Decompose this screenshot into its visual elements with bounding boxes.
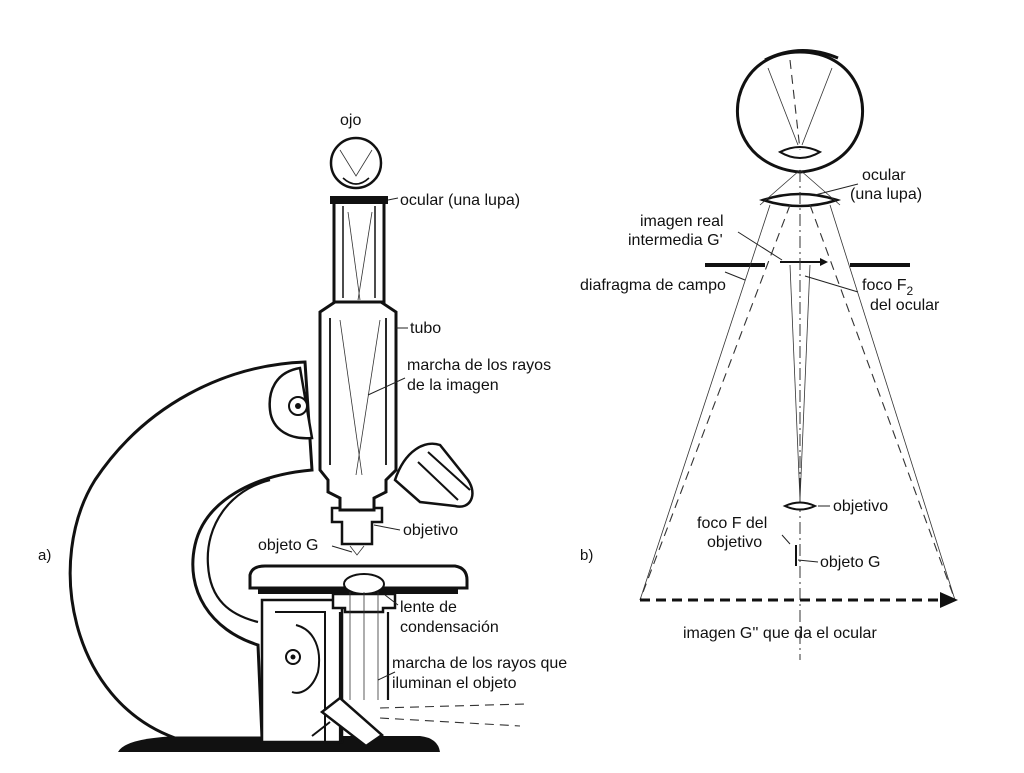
label-focus-f2-line1: foco F2 xyxy=(862,277,913,298)
label-condenser-line2: condensación xyxy=(400,619,499,636)
label-object-b: objeto G xyxy=(820,554,880,571)
eye-sketch-b xyxy=(735,48,865,174)
label-object-a: objeto G xyxy=(258,537,318,554)
label-real-image-line2: intermedia G' xyxy=(628,232,723,249)
label-eyepiece: ocular (una lupa) xyxy=(400,192,520,209)
panel-b-letter: b) xyxy=(580,547,593,564)
label-image-rays-line2: de la imagen xyxy=(407,377,499,394)
label-focus-f-line2: objetivo xyxy=(707,534,762,551)
label-real-image-line1: imagen real xyxy=(640,213,724,230)
label-focus-f2-subscript: 2 xyxy=(906,284,913,298)
leader-lines-a xyxy=(331,197,408,681)
microscope-drawing xyxy=(68,136,526,752)
label-illum-rays-line2: iluminan el objeto xyxy=(392,675,517,692)
rays-b xyxy=(639,169,956,601)
label-eyepiece-b-line1: ocular xyxy=(862,167,906,184)
label-virtual-image: imagen G'' que da el ocular xyxy=(683,625,877,642)
label-eye: ojo xyxy=(340,112,361,129)
label-image-rays-line1: marcha de los rayos xyxy=(407,357,551,374)
label-illum-rays-line1: marcha de los rayos que xyxy=(392,655,567,672)
label-condenser-line1: lente de xyxy=(400,599,457,616)
mirror xyxy=(311,696,385,748)
microscope-tube xyxy=(318,196,398,512)
label-focus-f2-line2: del ocular xyxy=(870,297,940,314)
objective-turret xyxy=(330,442,474,556)
microscope-arm xyxy=(68,360,314,740)
focus-knob xyxy=(268,366,314,440)
illumination-rays xyxy=(349,592,526,727)
panel-a-letter: a) xyxy=(38,547,51,564)
label-focus-f-line1: foco F del xyxy=(697,515,767,532)
label-field-stop: diafragma de campo xyxy=(580,277,726,294)
label-tube: tubo xyxy=(410,320,441,337)
eye-sketch xyxy=(329,136,383,190)
objective-lens-b xyxy=(782,501,818,511)
label-objective-a: objetivo xyxy=(403,522,458,539)
label-eyepiece-b-line2: (una lupa) xyxy=(850,186,922,203)
ray-diagram xyxy=(639,48,958,660)
label-focus-f2-text: foco F xyxy=(862,277,907,294)
label-objective-b: objetivo xyxy=(833,498,888,515)
